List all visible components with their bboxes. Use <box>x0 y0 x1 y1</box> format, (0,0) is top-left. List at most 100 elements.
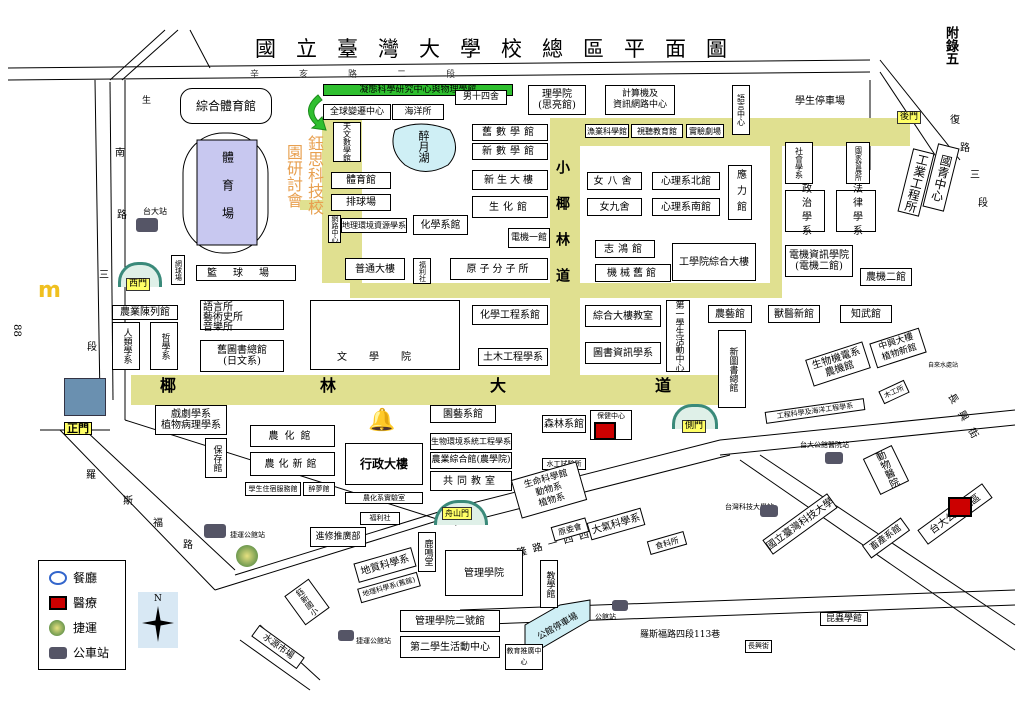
mrt-icon <box>236 545 258 567</box>
bell-icon: 🔔 <box>368 408 396 433</box>
main-lane-label-2: 林 <box>320 376 337 395</box>
male-dorm-14: 男十四舍 <box>455 90 507 105</box>
road-right-3: 三 <box>970 170 980 181</box>
side-gate[interactable]: 側門 <box>682 420 707 433</box>
stop-mrt-gongguan-2: 捷運公館站 <box>356 637 391 645</box>
conservation-hall: 保存館 <box>205 438 227 478</box>
bus-icon <box>760 505 778 517</box>
pond-label: 醉月湖 <box>417 130 430 163</box>
geo-small: 網路中心 <box>328 215 341 243</box>
philosophy: 哲學系 <box>150 322 178 370</box>
management-2: 管理學院二號館 <box>400 610 500 632</box>
horticulture: 園藝系館 <box>430 405 496 423</box>
chem-engineering: 化學工程系館 <box>472 305 548 325</box>
road-bottom-3: 福 <box>153 518 163 529</box>
entomology: 昆蟲學館 <box>820 612 868 626</box>
road-left-3: 路 <box>117 210 127 221</box>
stop-hospital: 台大公館醫院站 <box>800 441 849 449</box>
back-gate-label[interactable]: 後門 <box>897 111 922 124</box>
chem-hall: 化學系館 <box>413 215 468 235</box>
audiovisual-hall: 視聽教育館 <box>631 124 683 138</box>
management-college: 管理學院 <box>445 550 523 596</box>
road-label-left: 生 <box>140 95 150 104</box>
ocean-institute: 海洋所 <box>392 104 444 120</box>
side-number: 88 <box>10 324 22 337</box>
fishery-hall: 漁業科學館 <box>585 124 629 138</box>
psych-south: 心理系南館 <box>652 198 720 216</box>
mech-old: 機械舊館 <box>595 264 671 282</box>
bus-icon <box>136 218 158 232</box>
welfare-store: 福利社 <box>360 512 400 525</box>
library-info: 圖書資訊學系 <box>585 342 661 364</box>
science-college: 理學院(思亮館) <box>528 85 586 115</box>
compass: N <box>138 592 178 648</box>
legend-item-mrt: 捷運 <box>49 619 97 636</box>
stop-mrt-gongguan: 捷運公館站 <box>230 531 265 539</box>
zuimeng: 醉夢館 <box>303 482 335 496</box>
eecs-college: 電機資訊學院(電機二館) <box>785 245 853 277</box>
road-right-1: 復 <box>950 115 960 126</box>
common-classroom: 共同教室 <box>430 471 512 491</box>
dining-icon <box>49 570 67 585</box>
national-dev: 國家發展所 <box>846 142 870 184</box>
main-lane-label-1: 椰 <box>160 376 177 395</box>
biochem: 生化館 <box>472 196 548 218</box>
new-math: 新數學館 <box>472 143 548 160</box>
agri-complex: 農業綜合館(農學院) <box>430 452 512 469</box>
law-dept: 法律學系 <box>836 183 876 239</box>
stop-taida: 台大站 <box>143 207 167 216</box>
west-gate[interactable]: 西門 <box>126 278 151 291</box>
teaching-hall: 教學館 <box>540 560 558 608</box>
road-left-5: 段 <box>87 342 97 353</box>
basketball-court: 籃球場 <box>196 265 296 281</box>
extension-dept: 進修推廣部 <box>310 527 366 547</box>
road-label-top: 辛亥路二段 <box>250 70 496 80</box>
road-bottom-4: 路 <box>183 540 193 551</box>
map-legend: 餐廳 醫療 捷運 公車站 <box>38 560 126 670</box>
foundation-label-1: 鈺思科技校 <box>305 135 324 215</box>
old-math: 舊數學館 <box>472 124 548 141</box>
anthropology: 人類學系 <box>112 322 140 370</box>
mrt-icon <box>49 619 65 636</box>
vet-new: 獸醫新館 <box>768 305 820 323</box>
map-title: 國立臺灣大學校總區平面圖 <box>255 37 747 61</box>
compass-north: N <box>154 594 162 604</box>
applied-mech: 應力館 <box>728 165 752 220</box>
geo-env: 地理環境資源學系 <box>341 218 407 233</box>
luming-hall: 鹿鳴堂 <box>418 532 436 572</box>
forestry: 森林系館 <box>542 415 586 433</box>
lang-institute: 語言所藝術史所音樂所 <box>200 300 284 333</box>
experimental-theater: 實驗劇場 <box>686 124 724 138</box>
legend-item-bus: 公車站 <box>49 644 109 661</box>
main-gate[interactable]: 正門 <box>64 422 92 435</box>
side-gate-arch <box>672 404 718 429</box>
sport-hall: 體育館 <box>331 172 391 189</box>
stop-changxing: 長興街 <box>745 640 772 653</box>
main-gate-arch <box>64 378 106 416</box>
admin-building: 行政大樓 <box>345 443 423 485</box>
road-bottom-1: 羅 <box>86 470 96 481</box>
tennis-court: 網球場 <box>171 255 185 285</box>
atomic-molecular: 原子分子所 <box>450 258 548 280</box>
medical-icon <box>594 422 616 440</box>
medical-icon <box>948 497 972 517</box>
road-left-4: 三 <box>99 270 109 281</box>
main-lane-label-4: 道 <box>655 376 672 395</box>
road-right-2: 路 <box>960 143 970 154</box>
new-library: 新圖書總館 <box>718 330 746 408</box>
road-bottom-2: 斯 <box>123 496 133 507</box>
old-library: 舊圖書總館(日文系) <box>200 340 284 372</box>
gym: 綜合體育館 <box>180 88 272 124</box>
appendix-label: 附錄五 <box>943 26 958 65</box>
zhoushan-gate[interactable]: 舟山門 <box>442 507 472 520</box>
language-center: 語言中心 <box>732 85 750 135</box>
global-change-center: 全球變遷中心 <box>323 104 391 120</box>
female-dorm-9: 女九舍 <box>587 198 642 216</box>
main-lane-label-3: 大 <box>490 376 507 395</box>
medical-icon <box>49 595 67 610</box>
bus-icon <box>49 646 67 659</box>
student-center-2: 第二學生活動中心 <box>400 636 500 658</box>
compass-star-icon <box>142 606 174 642</box>
agri-exhibition: 農業陳列館 <box>112 305 178 320</box>
bus-icon <box>825 452 843 464</box>
